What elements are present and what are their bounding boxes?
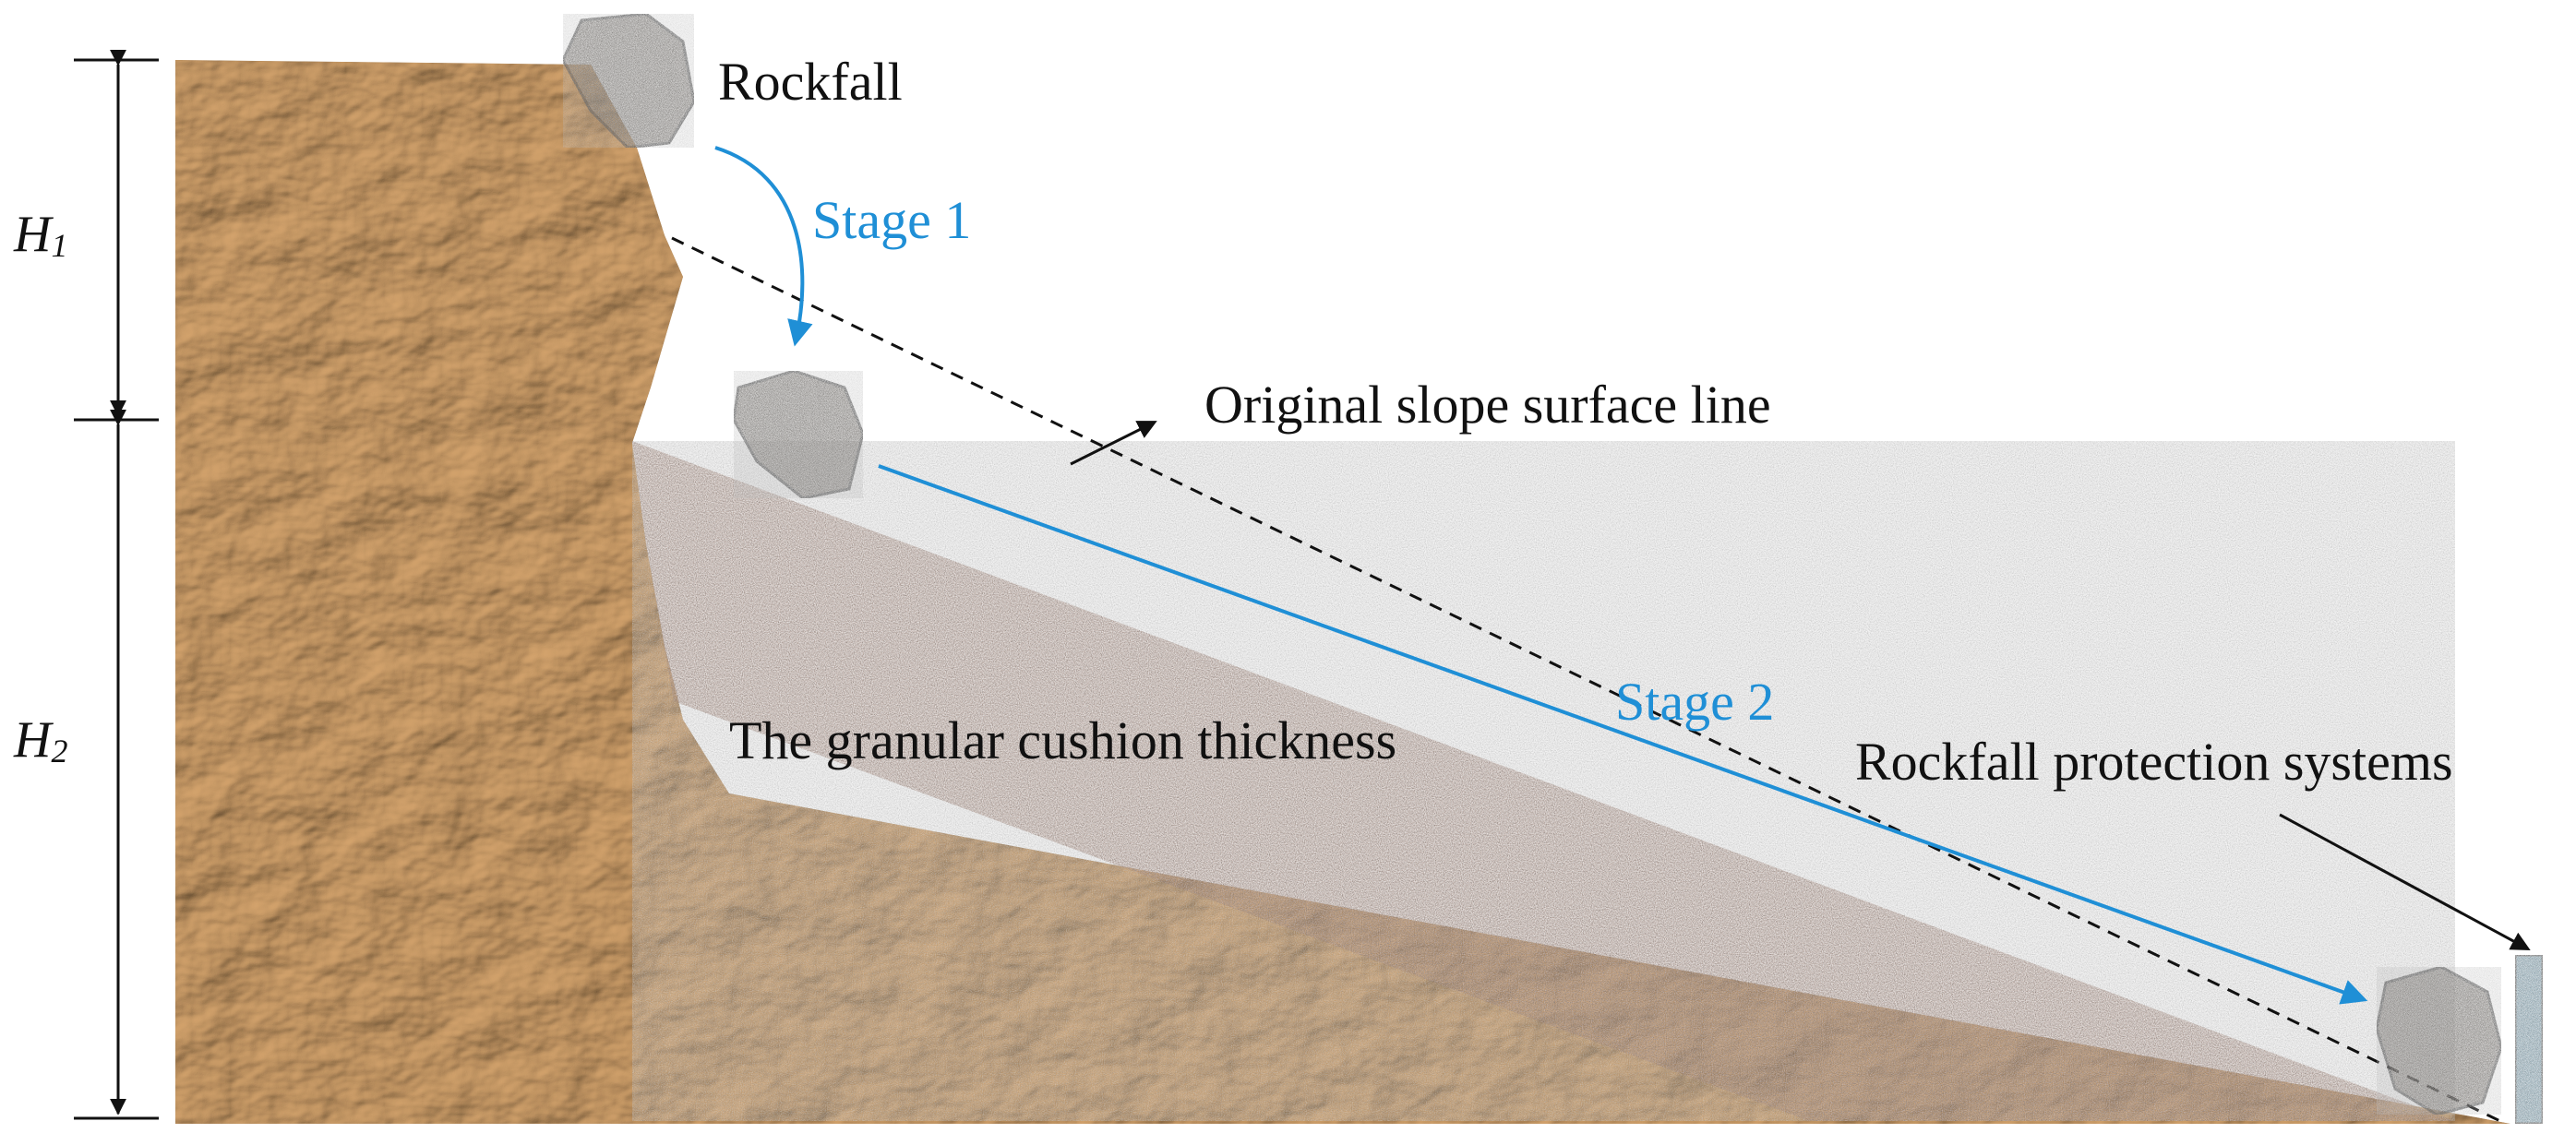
h2-label: H2 [13,711,67,769]
stage1-label: Stage 1 [812,190,971,250]
protection-barrier-icon [2513,953,2545,1126]
stage2-label: Stage 2 [1615,672,1774,732]
original-slope-label: Original slope surface line [1204,375,1771,435]
stage1-arrow [714,146,813,347]
slope-rock-mass [175,60,2510,1124]
protection-leader [2279,813,2531,950]
original-slope-leader [1070,421,1157,466]
h1-label: H1 [13,206,67,264]
cushion-label: The granular cushion thickness [729,710,1396,770]
boulder-icon [561,12,696,149]
original-slope-line [671,236,2507,1126]
rockfall-label: Rockfall [718,52,903,112]
boulder-icon [732,369,865,500]
granular-cushion-layer [632,441,2455,1121]
stage2-arrow [878,464,2368,1005]
height-dimension [74,49,159,1120]
protection-label: Rockfall protection systems [1855,732,2453,792]
boulder-icon [2375,965,2503,1116]
